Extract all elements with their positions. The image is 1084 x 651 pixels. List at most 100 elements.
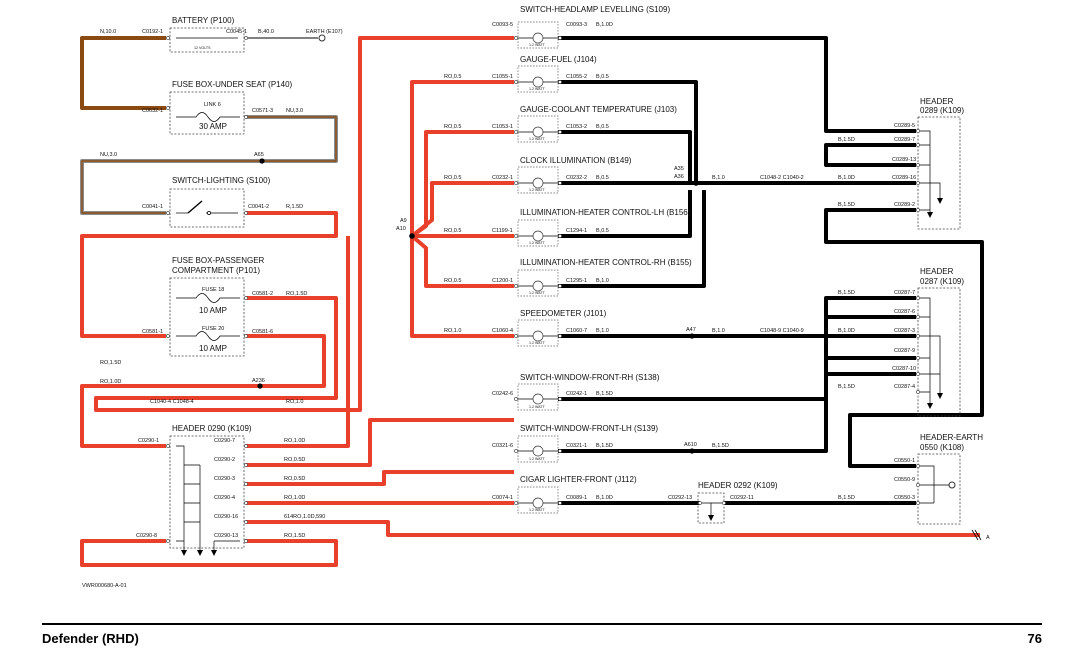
label-b10-c: B,1.0	[596, 328, 609, 334]
label-ro05d-b: RO,0.5D	[284, 476, 305, 482]
bulb-rating: 1.2 WATT	[529, 43, 546, 47]
break-mark	[971, 529, 982, 541]
header-earth-title2: 0550 (K108)	[920, 443, 964, 452]
label-b15d-a: B,1.5D	[596, 391, 613, 397]
label-c0089-1: C0089-1	[566, 495, 587, 501]
label-b15d-g: B,1.5D	[838, 290, 855, 296]
label-c1055-2: C1055-2	[566, 74, 587, 80]
label-c0571: C0571-3	[252, 108, 273, 114]
header-0290: HEADER 0290 (K109)	[169, 424, 252, 556]
pins	[166, 36, 920, 543]
label-c0290-7: C0290-7	[214, 438, 235, 444]
header-0290-title: HEADER 0290 (K109)	[172, 424, 252, 433]
label-n10: N,10.0	[100, 29, 116, 35]
label-b10d-a: B,1.0D	[596, 22, 613, 28]
splice-a65	[259, 158, 265, 164]
wire-black-window-lh	[558, 372, 916, 453]
switch-window-rh: SWITCH-WINDOW-FRONT-RH (S138) 1.2 WATT	[517, 373, 660, 411]
label-ro05-b: RO,0.5	[444, 124, 461, 130]
header-0289-title2: 0289 (K109)	[920, 106, 964, 115]
label-b15d-b: B,1.5D	[596, 443, 613, 449]
label-c0287-6: C0287-6	[894, 309, 915, 315]
label-c1199-1: C1199-1	[492, 228, 513, 234]
battery-title: BATTERY (P100)	[172, 16, 235, 25]
label-c0290-16: C0290-16	[214, 514, 238, 520]
wire-red-0290-16	[246, 520, 980, 537]
clock-title: CLOCK ILLUMINATION (B149)	[520, 156, 632, 165]
label-a10: A10	[396, 226, 406, 232]
label-nu30b: NU,3.0	[100, 152, 117, 158]
gauge-coolant-title: GAUGE-COOLANT TEMPERATURE (J103)	[520, 105, 677, 114]
header-earth-title: HEADER-EARTH	[920, 433, 983, 442]
label-c0290-13: C0290-13	[214, 533, 238, 539]
clock-illumination: CLOCK ILLUMINATION (B149) 1.2 WATT	[517, 156, 632, 194]
label-c1040-4: C1040-4 C1048-4	[150, 399, 194, 405]
wire-black-fuel	[558, 80, 698, 183]
label-a65: A65	[254, 152, 264, 158]
bulb-rating: 1.2 WATT	[529, 457, 546, 461]
label-ro10-a: RO,1.0	[286, 399, 303, 405]
label-c0242-6: C0242-6	[492, 391, 513, 397]
splices	[257, 34, 956, 489]
label-c0290-2: C0290-2	[214, 457, 235, 463]
wire-red-clock	[410, 181, 514, 238]
wire-red-0290-7	[246, 236, 350, 448]
gauge-coolant: GAUGE-COOLANT TEMPERATURE (J103) 1.2 WAT…	[517, 105, 677, 143]
splice-a610	[689, 448, 695, 454]
label-c1048-2: C1048-2 C1040-2	[760, 175, 804, 181]
label-a47: A47	[686, 327, 696, 333]
label-c0074-1: C0074-1	[492, 495, 513, 501]
earth-terminal-0550	[948, 481, 956, 489]
splice-a9	[409, 233, 415, 239]
label-c0287-7: C0287-7	[894, 290, 915, 296]
wire-red-0290-loop	[80, 539, 338, 567]
illumination-heater-lh: ILLUMINATION-HEATER CONTROL-LH (B156) 1.…	[517, 208, 691, 247]
earth-terminal	[318, 34, 326, 42]
link6-label: LINK 6	[204, 102, 221, 108]
label-c0581-2: C0581-2	[252, 291, 273, 297]
link6-amp: 30 AMP	[199, 122, 227, 131]
label-ro10d-a: RO,1.0D	[100, 379, 121, 385]
label-b05-c: B,0.5	[596, 175, 609, 181]
wire-labels: N,10.0 C0192-1 C0045-1 B,40.0 EARTH (E10…	[82, 22, 990, 589]
label-c0093-3: C0093-3	[566, 22, 587, 28]
header-earth-0550: HEADER-EARTH 0550 (K108)	[917, 433, 983, 525]
label-c0290-3: C0290-3	[214, 476, 235, 482]
switch-lighting-title: SWITCH-LIGHTING (S100)	[172, 176, 271, 185]
wire-black-0287-loop	[824, 315, 916, 360]
label-ro10d-c: RO,1.0D	[284, 495, 305, 501]
label-c0321-6: C0321-6	[492, 443, 513, 449]
label-c1048-9: C1048-9 C1040-9	[760, 328, 804, 334]
label-c1060-4: C1060-4	[492, 328, 513, 334]
label-b10-d: B,1.0	[712, 328, 725, 334]
label-ro15d-a: RO,1.5D	[286, 291, 307, 297]
splice-a236	[257, 383, 263, 389]
label-c0093-5: C0093-5	[492, 22, 513, 28]
cigar-lighter: CIGAR LIGHTER-FRONT (J112) 1.2 WATT	[517, 475, 637, 514]
fuse-box-under-seat: FUSE BOX-UNDER SEAT (P140) LINK 6 30 AMP	[169, 80, 293, 135]
label-a35: A35	[674, 166, 684, 172]
label-c1055-1: C1055-1	[492, 74, 513, 80]
wire-nu-link-out	[80, 115, 338, 215]
label-ro15d-b: RO,1.5D	[100, 360, 121, 366]
label-b05-b: B,0.5	[596, 124, 609, 130]
header-0287: HEADER 0287 (K109)	[917, 267, 964, 417]
wire-red-illum-rh	[410, 234, 514, 288]
label-c0289-13: C0289-13	[892, 157, 916, 163]
label-c0289-2: C0289-2	[894, 202, 915, 208]
fuse20-amp: 10 AMP	[199, 344, 227, 353]
cigar-title: CIGAR LIGHTER-FRONT (J112)	[520, 475, 637, 484]
fuse-box-pass-title: FUSE BOX-PASSENGER	[172, 256, 265, 265]
battery: BATTERY (P100) 12 VOLTS	[169, 16, 245, 53]
label-multi: 614RO,1.0D,590	[284, 514, 325, 520]
header-0292: HEADER 0292 (K109)	[697, 481, 778, 524]
label-b15d-h: B,1.5D	[838, 384, 855, 390]
label-ro15d-c: RO,1.5D	[284, 533, 305, 539]
label-ro05d-a: RO,0.5D	[284, 457, 305, 463]
wire-red-fuse20-out	[80, 334, 326, 448]
label-b05-a: B,0.5	[596, 74, 609, 80]
label-c0321-1: C0321-1	[566, 443, 587, 449]
wire-black-0289-out	[824, 208, 984, 468]
label-c0289-5: C0289-5	[894, 123, 915, 129]
